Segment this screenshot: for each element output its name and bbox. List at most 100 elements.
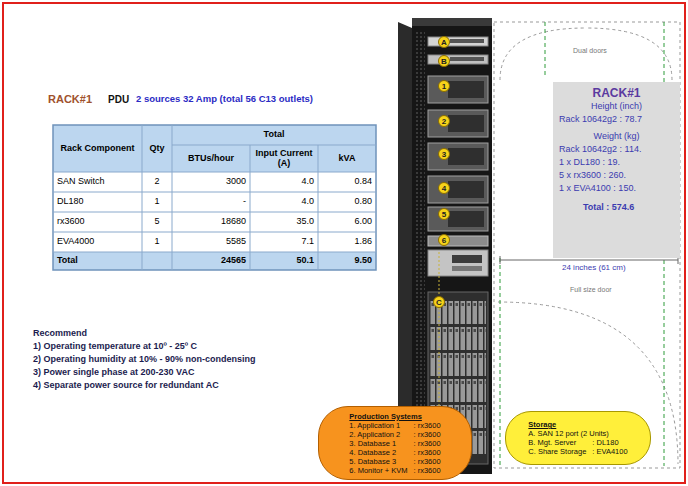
drawing-part: [452, 255, 482, 263]
drawing-part: [494, 22, 680, 468]
legend-box: Production Systems1. Application 1: rx36…: [318, 406, 472, 480]
node-text: : rx3600: [414, 457, 441, 466]
drawing-part: [53, 125, 376, 270]
drawing-part: [53, 252, 376, 253]
node-text: : rx3600: [414, 430, 441, 439]
node-heading: 6: [442, 236, 446, 245]
drawing-part: [53, 172, 376, 173]
node-text: : DL180: [592, 438, 627, 447]
drawing-part: [142, 125, 143, 270]
table-cell: rx3600: [53, 212, 142, 232]
node-text: 4. Database 2: [349, 448, 407, 457]
drawing-part: [53, 192, 376, 193]
node-heading: 4: [442, 184, 446, 193]
table-header: Input Current (A): [250, 145, 318, 172]
node-text: Total : 574.6: [557, 201, 676, 214]
drawing-part: [416, 30, 425, 466]
table-cell: -: [172, 192, 250, 212]
table-header: BTUs/hour: [172, 145, 250, 172]
node-text: : rx3600: [414, 466, 441, 475]
drawing-part: [428, 76, 488, 103]
table-cell: 2: [142, 172, 172, 192]
node-text: : EVA4100: [592, 447, 627, 456]
table-cell: DL180: [53, 192, 142, 212]
node-heading: B: [441, 57, 447, 66]
dim-note: Full size door: [570, 286, 612, 294]
note-line: 1) Operating temperature at 10º - 25º C: [33, 341, 197, 351]
table-cell: 4.0: [250, 192, 318, 212]
dim-note: Dual doors: [573, 47, 607, 55]
legend-box: StorageA. SAN 12 port (2 Units)B. Mgt. S…: [505, 411, 651, 465]
drawing-part: [448, 211, 484, 227]
drawing-part: [428, 37, 488, 46]
pdu-label: PDU: [108, 94, 129, 106]
node-heading: 3: [442, 150, 446, 159]
note-line: 2) Operating humidity at 10% - 90% non-c…: [33, 354, 256, 364]
drawing-part: [53, 125, 376, 172]
spec-panel: RACK#1Height (inch)Rack 10642g2 : 78.7We…: [553, 82, 680, 258]
node-heading: C: [436, 298, 442, 307]
node-text: B. Mgt. Server: [528, 438, 586, 447]
table-cell: 35.0: [250, 212, 318, 232]
drawing-part: [250, 145, 251, 270]
drawing-part: [53, 232, 376, 233]
table-cell: 7.1: [250, 232, 318, 252]
node-text: Height (inch): [557, 100, 676, 113]
drawing-part: [448, 115, 484, 132]
drawing-part: [172, 125, 173, 270]
pdu-spec: 2 sources 32 Amp (total 56 C13 outlets): [136, 94, 313, 105]
callout-letter: B: [438, 55, 450, 67]
table-cell: 5: [142, 212, 172, 232]
table-cell: 18680: [172, 212, 250, 232]
node-text: : rx3600: [414, 439, 441, 448]
drawing-part: [448, 181, 484, 198]
node-heading: RACK#1: [557, 87, 676, 100]
callout-letter: A: [438, 36, 450, 48]
table-cell: SAN Switch: [53, 172, 142, 192]
drawing-part: [448, 148, 484, 165]
node-heading: 5: [442, 210, 446, 219]
drawing-part: [172, 145, 376, 146]
node-text: : rx3600: [414, 448, 441, 457]
node-heading: 1: [442, 82, 446, 91]
drawing-part: [450, 39, 484, 43]
drawing-part: [428, 110, 488, 137]
table-cell: 24565: [172, 252, 250, 270]
node-text: 3. Database 1: [349, 439, 407, 448]
node-heading: Production Systems: [349, 412, 440, 421]
node-text: 1 x EVA4100 : 150.: [557, 182, 676, 195]
note-line: 4) Separate power source for redundant A…: [33, 380, 219, 390]
node-heading: Storage: [528, 420, 627, 429]
node-text: Rack 10642g2 : 78.7: [557, 113, 676, 126]
table-cell: 0.84: [318, 172, 376, 192]
drawing-part: [428, 143, 488, 170]
node-text: 1 x DL180 : 19.: [557, 156, 676, 169]
note-line: 3) Power single phase at 200-230 VAC: [33, 367, 194, 377]
table-header: kVA: [318, 145, 376, 172]
table-cell: 6.00: [318, 212, 376, 232]
drawing-part: [428, 207, 488, 231]
callout-number: 2: [438, 115, 450, 127]
table-cell: 4.0: [250, 172, 318, 192]
drawing-part: [428, 176, 488, 203]
dim-label: 24 inches (61 cm): [560, 263, 628, 272]
drawing-part: [498, 302, 678, 464]
drawing-part: [494, 22, 680, 468]
table-cell: 1: [142, 192, 172, 212]
callout-letter: C: [433, 296, 445, 308]
drawing-part: [53, 212, 376, 213]
drawing-part: [450, 39, 484, 61]
callout-number: 3: [438, 148, 450, 160]
node-text: A. SAN 12 port (2 Units): [528, 429, 627, 438]
callout-number: 4: [438, 182, 450, 194]
drawing-part: [428, 55, 488, 64]
node-heading: A: [441, 38, 447, 47]
table-cell: Total: [53, 252, 142, 270]
table-header: Rack Component: [53, 125, 142, 172]
drawing-part: [318, 145, 319, 270]
table-header: Qty: [142, 125, 172, 172]
node-text: 6. Monitor + KVM: [349, 466, 407, 475]
drawing-part: [53, 252, 376, 270]
node-text: : rx3600: [414, 421, 441, 430]
